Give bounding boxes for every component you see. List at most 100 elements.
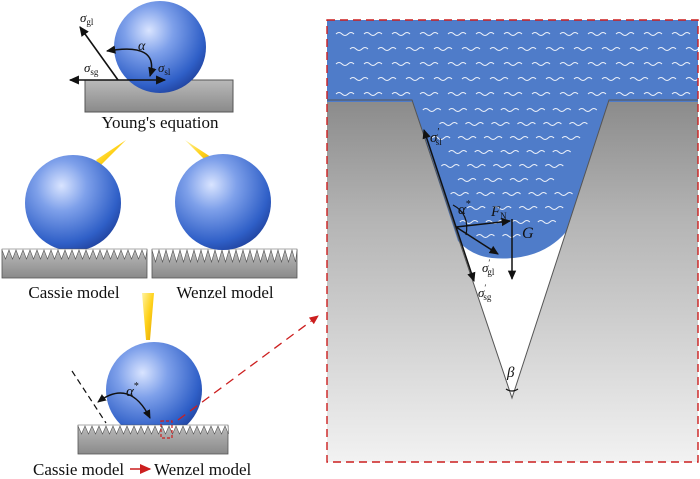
wave-mark xyxy=(517,77,537,81)
wave-mark xyxy=(517,47,537,51)
wave-mark xyxy=(511,220,531,224)
wave-mark xyxy=(483,178,503,182)
wave-mark xyxy=(439,122,458,126)
wave-mark xyxy=(457,136,477,140)
wave-mark xyxy=(671,62,691,66)
transition-angle-arc xyxy=(97,392,151,419)
gold-arrow-down xyxy=(142,293,154,340)
wave-mark xyxy=(447,92,467,96)
label-sigma-sl-prime: σ′sl xyxy=(430,127,442,147)
wave-mark xyxy=(657,77,677,81)
wave-mark xyxy=(419,92,439,96)
wave-mark xyxy=(543,122,562,126)
wave-mark xyxy=(457,178,477,182)
caption-transition-from: Cassie model xyxy=(33,460,124,479)
label-fn: FN xyxy=(490,204,507,221)
wave-mark xyxy=(489,47,509,51)
wave-mark xyxy=(474,150,494,154)
wave-mark xyxy=(459,220,479,224)
wave-mark xyxy=(492,206,512,210)
wave-mark xyxy=(335,92,355,96)
wave-mark xyxy=(450,192,469,196)
wave-mark xyxy=(503,92,523,96)
wave-mark xyxy=(391,32,411,36)
wave-mark xyxy=(559,92,579,96)
wave-mark xyxy=(587,92,607,96)
wave-mark xyxy=(526,150,546,154)
wave-mark xyxy=(545,47,565,51)
wave-mark xyxy=(531,92,551,96)
wave-mark xyxy=(422,108,442,112)
cassie-surface-texture xyxy=(1,248,148,261)
wave-mark xyxy=(657,47,677,51)
label-sigma-sg: σsg xyxy=(84,60,99,77)
wave-mark xyxy=(466,206,486,210)
groove-outline xyxy=(327,99,698,400)
force-fn-arrow xyxy=(455,217,512,228)
wave-mark xyxy=(377,47,397,51)
wave-mark xyxy=(615,62,635,66)
wave-mark xyxy=(601,47,621,51)
wave-mark xyxy=(465,122,484,126)
wave-mark xyxy=(419,62,439,66)
wave-mark xyxy=(643,92,663,96)
wave-mark xyxy=(349,47,369,51)
wave-mark xyxy=(509,136,529,140)
zoom-panel: σ′sl α* FN G σ′gl σ′sg β xyxy=(326,19,699,463)
wave-mark xyxy=(476,234,495,238)
label-alpha-star: α* xyxy=(126,381,139,400)
wave-mark xyxy=(561,136,581,140)
wave-mark xyxy=(559,62,579,66)
water-waves xyxy=(335,32,698,238)
wave-mark xyxy=(483,136,503,140)
wave-mark xyxy=(502,192,521,196)
wave-mark xyxy=(431,136,451,140)
wave-mark xyxy=(500,108,520,112)
wave-mark xyxy=(554,192,573,196)
wave-mark xyxy=(448,108,468,112)
wave-mark xyxy=(615,92,635,96)
wave-mark xyxy=(461,47,481,51)
wave-mark xyxy=(615,32,635,36)
wave-mark xyxy=(503,62,523,66)
label-beta: β xyxy=(506,365,515,381)
zoom-source-box xyxy=(160,420,173,439)
wave-mark xyxy=(447,62,467,66)
wenzel-droplet xyxy=(175,154,271,250)
wave-mark xyxy=(475,92,495,96)
wave-mark xyxy=(377,77,397,81)
zoom-box-border xyxy=(326,19,699,463)
transition-panel: α* Cassie model Wenzel model xyxy=(33,342,252,479)
wave-mark xyxy=(391,92,411,96)
cassie-droplet xyxy=(25,155,121,251)
wave-mark xyxy=(440,164,460,168)
wave-mark xyxy=(552,108,572,112)
transition-droplet xyxy=(106,342,202,438)
sigma-gl-prime-arrow xyxy=(455,226,499,255)
wave-mark xyxy=(544,206,564,210)
cassie-panel: Cassie model xyxy=(1,155,148,302)
wave-mark xyxy=(552,150,572,154)
young-angle-arc xyxy=(105,45,157,78)
water-layer xyxy=(327,20,698,102)
wave-mark xyxy=(587,62,607,66)
wave-mark xyxy=(573,77,593,81)
wave-mark xyxy=(671,32,691,36)
wave-mark xyxy=(475,62,495,66)
label-alpha: α xyxy=(138,39,146,54)
wave-mark xyxy=(500,150,520,154)
wave-mark xyxy=(578,108,598,112)
wave-mark xyxy=(685,77,698,81)
wave-mark xyxy=(629,47,649,51)
caption-young: Young's equation xyxy=(101,113,219,132)
label-sigma-sg-prime: σ′sg xyxy=(478,283,492,302)
beta-arc xyxy=(505,388,519,392)
wave-mark xyxy=(643,62,663,66)
label-sigma-gl: σgl xyxy=(80,10,94,27)
wave-mark xyxy=(475,32,495,36)
wave-mark xyxy=(363,32,383,36)
wave-mark xyxy=(491,122,510,126)
wave-mark xyxy=(601,77,621,81)
wave-mark xyxy=(349,77,369,81)
